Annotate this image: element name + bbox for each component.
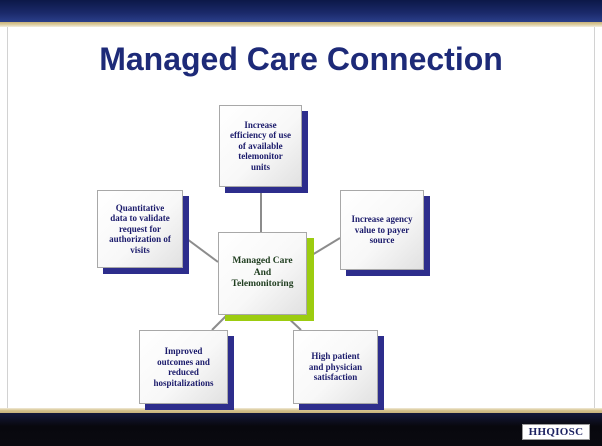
node-text-line: satisfaction	[313, 372, 358, 383]
node-satisfaction: High patient and physician satisfaction	[293, 330, 378, 404]
node-text-line: outcomes and	[157, 356, 210, 367]
hhqiosc-logo: HHQIOSC	[522, 424, 590, 440]
connector-bottom-right	[284, 314, 302, 331]
node-text-line: request for	[118, 223, 162, 234]
node-text-line: value to payer	[354, 224, 410, 235]
node-text-line: hospitalizations	[153, 377, 214, 388]
connector-bottom-left	[211, 314, 228, 331]
node-text-line: source	[369, 235, 395, 246]
connector-right	[306, 237, 341, 259]
node-text-line: Increase agency	[351, 214, 413, 225]
center-text-line: Managed Care	[232, 256, 293, 267]
footer-rule	[0, 408, 602, 413]
node-text-line: Improved	[164, 346, 203, 356]
node-improved-outcomes: Improved outcomes and reduced hospitaliz…	[139, 330, 228, 404]
node-agency-value: Increase agency value to payer source	[340, 190, 424, 270]
node-text-line: reduced	[168, 367, 199, 377]
node-text-line: High patient	[311, 351, 360, 362]
node-quantitative-data: Quantitative data to validate request fo…	[97, 190, 183, 268]
node-text-line: data to validate	[110, 213, 170, 224]
node-text-line: authorization of	[109, 234, 171, 245]
header-bar	[0, 0, 602, 22]
node-text-line: and physician	[308, 361, 363, 372]
node-text-line: units	[250, 161, 270, 172]
node-center-managed-care: Managed Care And Telemonitoring	[218, 232, 307, 315]
footer-bar	[0, 413, 602, 446]
right-border-line	[594, 27, 595, 408]
node-text-line: Increase	[244, 119, 277, 130]
node-text-line: Quantitative	[115, 202, 165, 213]
left-border-line	[7, 27, 8, 408]
connector-left	[182, 235, 219, 263]
node-text-line: visits	[130, 244, 150, 255]
header-rule	[0, 22, 602, 27]
node-text-line: of available	[238, 140, 283, 151]
slide-title: Managed Care Connection	[99, 41, 503, 77]
node-text-line: efficiency of use	[230, 130, 291, 141]
center-text-line: Telemonitoring	[231, 279, 294, 290]
node-text-line: telemonitor	[238, 151, 283, 162]
node-efficiency: Increase efficiency of use of available …	[219, 105, 302, 187]
center-text-line: And	[253, 267, 272, 278]
